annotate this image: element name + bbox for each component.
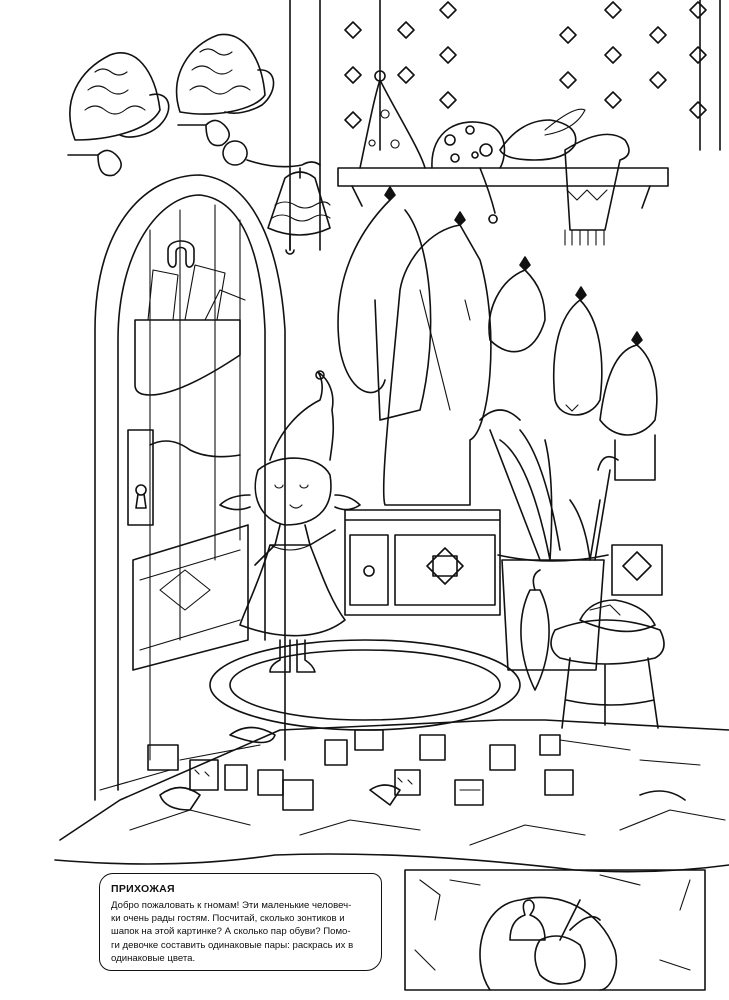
cabinet xyxy=(344,509,663,616)
caption-line: Добро пожаловать к гномам! Эти маленькие… xyxy=(111,900,352,911)
wall-lamp xyxy=(222,140,331,255)
cellar-window xyxy=(404,869,706,991)
caption-line: одинаковые цвета. xyxy=(111,952,196,964)
caption-line: шапок на этой картинке? А сколько пар об… xyxy=(111,926,351,938)
front-door xyxy=(94,174,286,801)
rug xyxy=(209,639,521,731)
horseshoe-icon xyxy=(167,240,195,268)
girl-gnome xyxy=(219,370,361,673)
mushroom-hat-icon xyxy=(175,33,275,147)
coats xyxy=(337,186,658,506)
caption-line: ги девочке составить одинаковые пары: ра… xyxy=(111,939,354,951)
keyhole-icon xyxy=(135,484,147,509)
hat-shelf xyxy=(337,70,669,246)
mushroom-hat-icon xyxy=(67,52,170,177)
wall-panels xyxy=(289,0,721,251)
stool xyxy=(550,599,665,729)
floor xyxy=(54,719,729,873)
caption-line: ки очень рады гостям. Посчитай, сколько … xyxy=(111,913,345,925)
caption-text: Добро пожаловать к гномам! Эти маленькие… xyxy=(111,899,371,965)
caption-box: ПРИХОЖАЯ Добро пожаловать к гномам! Эти … xyxy=(99,873,382,971)
caption-title: ПРИХОЖАЯ xyxy=(111,883,175,895)
umbrella-icon xyxy=(479,409,619,691)
shoes xyxy=(147,726,686,811)
